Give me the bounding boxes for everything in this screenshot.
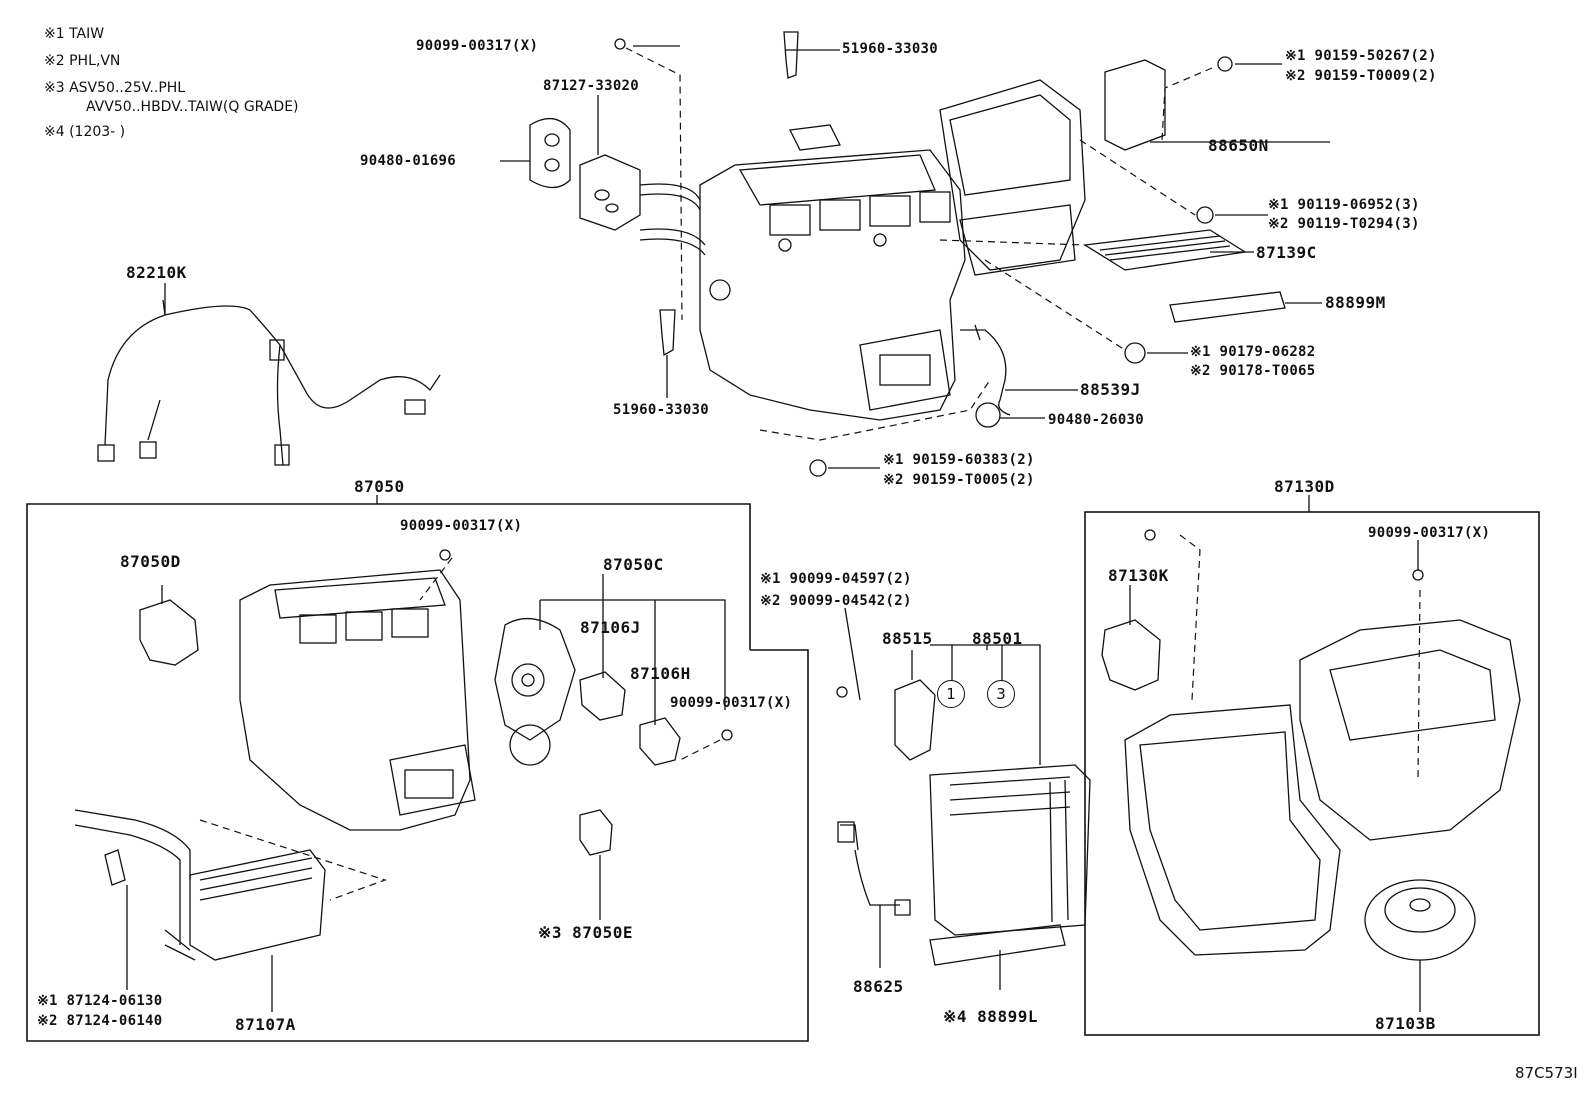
label-90178-T0065: ※2 90178-T0065: [1190, 363, 1316, 379]
filter-87139C-drawing: [1083, 229, 1247, 271]
figure-code: 87C573I: [1515, 1064, 1578, 1082]
blower-motor-87103B-drawing: [1364, 879, 1476, 961]
bolt-90159-50267-drawing: [1217, 56, 1233, 72]
harness-82210K-drawing: [104, 299, 441, 466]
label-87050: 87050: [354, 477, 405, 496]
label-88899L: ※4 88899L: [943, 1007, 1038, 1026]
label-87124-06140: ※2 87124-06140: [37, 1013, 163, 1029]
label-87124-06130: ※1 87124-06130: [37, 993, 163, 1009]
label-88515: 88515: [882, 629, 933, 648]
label-88501: 88501: [972, 629, 1023, 648]
cover-88899L-drawing: [929, 924, 1066, 966]
sensor-88625-drawing: [840, 824, 911, 916]
label-87050E: ※3 87050E: [538, 923, 633, 942]
label-88899M: 88899M: [1325, 293, 1386, 312]
part-90480-01696-drawing: [529, 118, 571, 189]
part-51960-33030-top-drawing: [783, 31, 799, 79]
bracket-87124-drawing: [104, 849, 126, 886]
part-51960-33030-bot-drawing: [659, 309, 676, 357]
label-90159-60383: ※1 90159-60383(2): [883, 452, 1035, 468]
label-90159-T0009: ※2 90159-T0009(2): [1285, 68, 1437, 84]
callout-circle-1: 1: [937, 680, 965, 708]
note-4: ※4 (1203- ): [44, 124, 126, 140]
module-88650N-drawing: [1104, 59, 1166, 151]
label-87103B: 87103B: [1375, 1014, 1436, 1033]
heater-core-87107A-drawing: [189, 849, 326, 961]
label-90159-T0005: ※2 90159-T0005(2): [883, 472, 1035, 488]
hvac-housing-87050-drawing: [239, 569, 471, 831]
label-87139C: 87139C: [1256, 243, 1317, 262]
label-87107A: 87107A: [235, 1015, 296, 1034]
label-87050D: 87050D: [120, 552, 181, 571]
hvac-main-unit-drawing: [639, 79, 1086, 421]
label-90099-00317-left: 90099-00317(X): [400, 518, 523, 534]
group-box-87050: [26, 503, 809, 1042]
actuator-87050E-drawing: [579, 809, 613, 856]
part-87127-33020-drawing: [579, 154, 641, 231]
label-82210K: 82210K: [126, 263, 187, 282]
valve-88515-drawing: [894, 679, 936, 761]
label-90159-50267: ※1 90159-50267(2): [1285, 48, 1437, 64]
actuator-87130K-drawing: [1101, 619, 1161, 691]
label-87106H: 87106H: [630, 664, 691, 683]
label-90099-04597: ※1 90099-04597(2): [760, 571, 912, 587]
motor-87050C-drawing: [494, 618, 576, 741]
bolt-90099-04597-drawing: [844, 607, 861, 701]
note-2: ※2 PHL,VN: [44, 53, 121, 69]
label-87127-33020: 87127-33020: [543, 78, 640, 94]
label-51960-33030-top: 51960-33030: [842, 41, 939, 57]
actuator-87106H-drawing: [639, 717, 681, 766]
screw-90099-00317-top-drawing: [614, 38, 626, 50]
label-90099-00317-mid: 90099-00317(X): [670, 695, 793, 711]
label-87106J: 87106J: [580, 618, 641, 637]
bolt-90119-drawing: [1196, 206, 1214, 224]
label-90099-00317-top: 90099-00317(X): [416, 38, 539, 54]
label-88625: 88625: [853, 977, 904, 996]
label-90179-06282: ※1 90179-06282: [1190, 344, 1316, 360]
callout-circle-3: 3: [987, 680, 1015, 708]
evaporator-88501-drawing: [929, 764, 1091, 936]
pipe-88539J-drawing: [960, 324, 1011, 416]
bolt-90159-60383-drawing: [809, 459, 827, 477]
label-88650N: 88650N: [1208, 136, 1269, 155]
note-3-cont: AVV50..HBDV..TAIW(Q GRADE): [86, 99, 299, 115]
label-90099-04542: ※2 90099-04542(2): [760, 593, 912, 609]
grommet-90179-drawing: [1124, 342, 1146, 364]
actuator-87050D-drawing: [139, 599, 199, 666]
label-87050C: 87050C: [603, 555, 664, 574]
label-90480-01696: 90480-01696: [360, 153, 457, 169]
label-88539J: 88539J: [1080, 380, 1141, 399]
label-87130D: 87130D: [1274, 477, 1335, 496]
label-51960-33030-bot: 51960-33030: [613, 402, 710, 418]
label-90119-06952: ※1 90119-06952(3): [1268, 197, 1420, 213]
note-3: ※3 ASV50..25V..PHL: [44, 80, 186, 96]
label-87130K: 87130K: [1108, 566, 1169, 585]
label-90119-T0294: ※2 90119-T0294(3): [1268, 216, 1420, 232]
blower-case-87130D-drawing: [1124, 704, 1341, 956]
label-90099-00317-right: 90099-00317(X): [1368, 525, 1491, 541]
actuator-87106J-drawing: [579, 671, 626, 721]
group-box-87130D: [1084, 511, 1540, 1036]
label-90480-26030: 90480-26030: [1048, 412, 1145, 428]
note-1: ※1 TAIW: [44, 26, 105, 42]
cover-88899M-drawing: [1169, 291, 1286, 323]
